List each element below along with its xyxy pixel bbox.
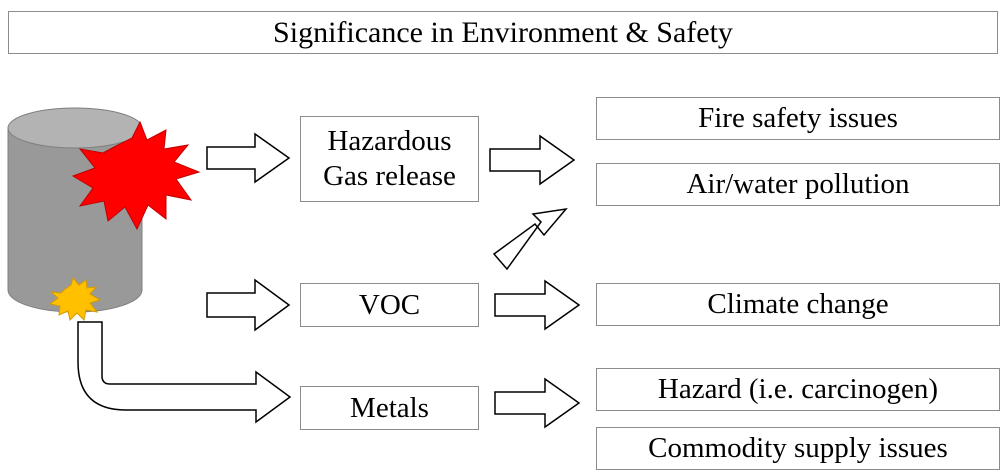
arrow-voc-diagonal [492, 207, 568, 271]
fire-label: Fire safety issues [698, 102, 898, 135]
outcome-climate-change: Climate change [596, 283, 1000, 326]
commodity-label: Commodity supply issues [648, 432, 948, 465]
voc-label: VOC [358, 288, 421, 321]
metals-label: Metals [350, 391, 429, 424]
source-metals: Metals [300, 386, 479, 430]
arrow-to-gas [206, 132, 291, 184]
gas-label-line1: Hazardous [327, 125, 452, 158]
arrow-gas-to-outcomes [489, 134, 576, 186]
climate-label: Climate change [707, 288, 889, 321]
outcome-air-water-pollution: Air/water pollution [596, 163, 1000, 206]
red-explosion-icon [71, 120, 201, 231]
air-label: Air/water pollution [686, 168, 910, 201]
outcome-fire-safety: Fire safety issues [596, 97, 1000, 140]
gas-label-line2: Gas release [323, 160, 456, 192]
arrow-to-voc [206, 278, 291, 332]
title-text: Significance in Environment & Safety [273, 15, 733, 49]
diagram-title: Significance in Environment & Safety [8, 11, 998, 54]
bent-arrow-metals [77, 321, 292, 424]
source-voc: VOC [300, 283, 479, 327]
outcome-commodity-supply: Commodity supply issues [596, 427, 1000, 470]
arrow-metals-to-outcomes [494, 377, 581, 429]
outcome-hazard: Hazard (i.e. carcinogen) [596, 368, 1000, 411]
source-hazardous-gas: Hazardous Gas release [300, 116, 479, 202]
hazard-label: Hazard (i.e. carcinogen) [657, 373, 939, 406]
yellow-spark-icon [48, 276, 102, 322]
arrow-voc-to-climate [494, 279, 581, 331]
